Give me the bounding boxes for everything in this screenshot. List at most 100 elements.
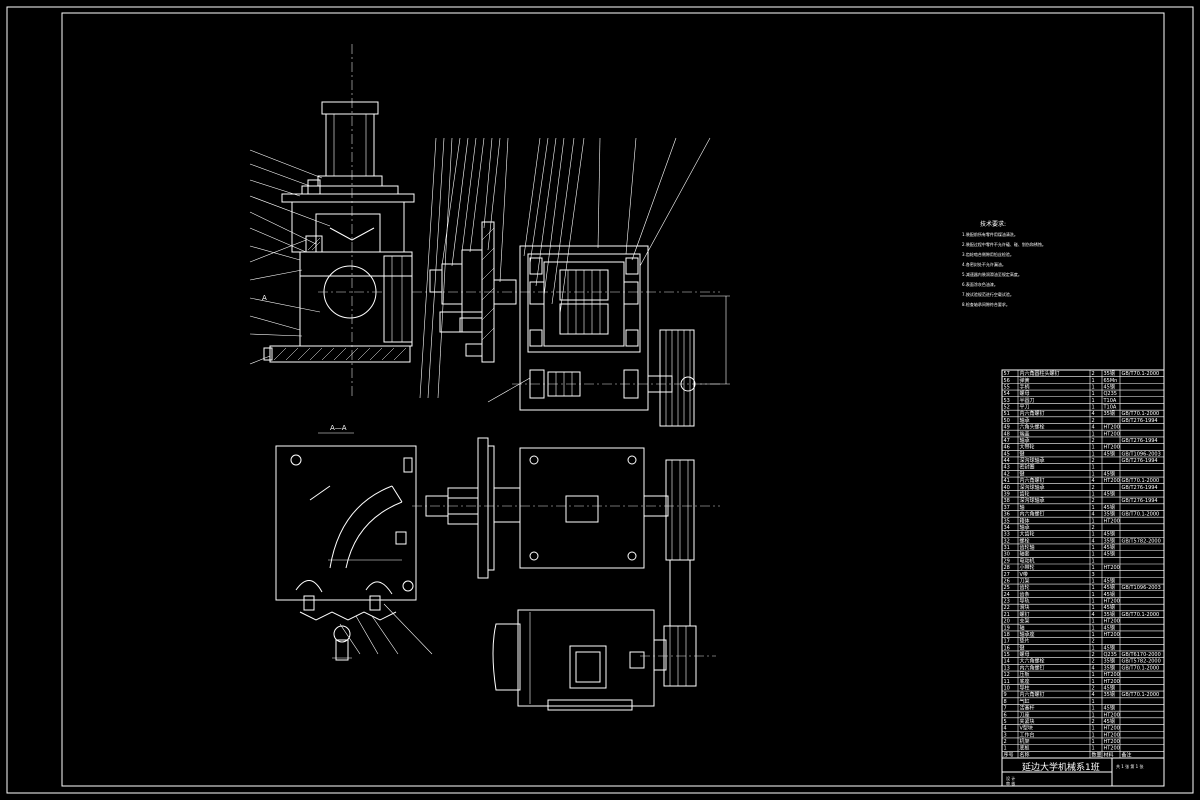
title-block: 延边大学机械系1班 共 1 张 第 1 张 设 计 审 核 [1001,757,1165,787]
bom-cell-mat: 45钢 [1104,644,1115,651]
bom-cell-no: 35 [1004,518,1010,524]
bom-cell-qty: 1 [1092,505,1095,511]
bom-cell-no: 14 [1004,659,1010,665]
bom-cell-name: 齿轮轴 [1020,544,1035,551]
bom-cell-qty: 1 [1092,585,1095,591]
bom-cell-qty: 1 [1092,471,1095,477]
bom-cell-mat: 45钢 [1104,450,1115,457]
bom-cell-mat: 45钢 [1104,531,1115,538]
bom-header-name: 名称 [1020,751,1030,758]
bom-cell-name: 气缸 [1020,698,1030,705]
bom-header-qty: 数量 [1092,751,1102,758]
bom-cell-qty: 1 [1092,672,1095,678]
bom-cell-name: 夹紧块 [1020,718,1035,725]
tech-note-line: 4.各密封处不允许漏油。 [962,261,1006,267]
bom-cell-no: 3 [1004,732,1007,738]
bom-cell-mat: 45钢 [1104,551,1115,558]
bom-cell-no: 9 [1004,692,1007,698]
bom-cell-no: 18 [1004,632,1010,638]
bom-cell-no: 34 [1004,525,1010,531]
bom-cell-qty: 1 [1092,518,1095,524]
bom-cell-name: 活塞杆 [1020,705,1035,712]
bom-cell-no: 36 [1004,512,1010,518]
bom-cell-qty: 1 [1092,545,1095,551]
bom-cell-name: 螺母 [1020,651,1030,658]
bom-header-std: 备注 [1122,751,1132,758]
bom-cell-mat: HT200 [1104,518,1120,524]
bom-cell-std: GB/T70.1-2000 [1122,371,1160,377]
bom-cell-mat: Q235 [1104,391,1117,397]
tech-note-line: 6.表面涂灰色油漆。 [962,281,998,287]
bom-cell-qty: 1 [1092,558,1095,564]
bom-cell-qty: 1 [1092,405,1095,411]
bom-cell-std: GB/T1096-2003 [1122,451,1161,457]
bom-cell-name: 齿条 [1020,591,1030,598]
bom-cell-name: 深沟球轴承 [1020,484,1045,491]
bom-cell-qty: 1 [1092,732,1095,738]
bom-cell-name: 键 [1020,644,1025,651]
bom-cell-qty: 1 [1092,391,1095,397]
bom-cell-no: 23 [1004,599,1010,605]
bom-cell-name: 轴承 [1020,437,1030,444]
bom-cell-name: 垫片 [1020,638,1030,645]
bom-cell-qty: 1 [1092,746,1095,752]
bom-cell-name: 大六角螺栓 [1020,658,1045,665]
bom-cell-qty: 1 [1092,592,1095,598]
bom-cell-qty: 2 [1092,485,1095,491]
bom-cell-qty: 2 [1092,686,1095,692]
bom-cell-no: 12 [1004,672,1010,678]
bom-cell-no: 15 [1004,652,1010,658]
bom-cell-mat: 45钢 [1104,544,1115,551]
bom-cell-qty: 4 [1092,478,1095,484]
bom-cell-name: 工作台 [1020,731,1035,738]
knife-head-section [412,137,720,399]
bom-cell-qty: 3 [1092,572,1095,578]
bom-cell-mat: 45钢 [1104,624,1115,631]
bom-cell-name: 电动机 [1020,557,1035,564]
tech-note-line: 7.按试验规范进行空载试验。 [962,291,1014,297]
bom-cell-qty: 1 [1092,384,1095,390]
bom-cell-qty: 2 [1092,652,1095,658]
bom-cell-qty: 4 [1092,512,1095,518]
section-aa-view: A—A [275,424,433,661]
bom-cell-mat: 35钢 [1104,664,1115,671]
bom-cell-qty: 2 [1092,659,1095,665]
bom-cell-qty: 4 [1092,665,1095,671]
tech-note-line: 2.装配过程中零件不允许磕、碰、划伤和锈蚀。 [962,241,1046,247]
bom-cell-qty: 1 [1092,625,1095,631]
fixture-front-view: A [249,44,415,398]
bom-cell-mat: HT200 [1104,599,1120,605]
tech-notes-heading: 技术要求: [980,220,1006,228]
bom-cell-qty: 4 [1092,692,1095,698]
bom-cell-mat: HT200 [1104,632,1120,638]
bom-cell-mat: HT200 [1104,478,1120,484]
bom-cell-no: 32 [1004,538,1010,544]
bom-cell-mat: T10A [1103,398,1117,404]
section-label: A—A [330,424,347,432]
bom-cell-no: 17 [1004,639,1010,645]
bom-cell-qty: 2 [1092,498,1095,504]
bom-cell-no: 33 [1004,532,1010,538]
bom-cell-name: 大带轮 [1020,444,1035,451]
bom-cell-mat: T10A [1103,405,1117,411]
school-name: 延边大学机械系1班 [1022,761,1100,773]
bom-cell-name: 轴 [1020,504,1025,511]
bom-cell-std: GB/T276-1994 [1122,485,1158,491]
bom-cell-mat: 45钢 [1104,591,1115,598]
bom-cell-name: 大齿轮 [1020,531,1035,538]
bom-cell-std: GB/T5782-2000 [1122,538,1161,544]
bom-cell-mat: HT200 [1104,679,1120,685]
bom-cell-name: 轴承 [1020,417,1030,424]
bom-cell-qty: 1 [1092,632,1095,638]
bom-cell-mat: HT200 [1104,445,1120,451]
bom-cell-name: 内六角圆柱头螺钉 [1020,370,1060,377]
bom-cell-name: 键 [1020,470,1025,477]
bom-cell-name: 轴 [1020,624,1025,631]
bom-cell-qty: 1 [1092,645,1095,651]
bom-cell-mat: 45钢 [1104,705,1115,712]
bom-cell-no: 28 [1004,565,1010,571]
bom-cell-std: GB/T5782-2000 [1122,659,1161,665]
bom-cell-name: 弹簧 [1020,377,1030,384]
bom-cell-no: 52 [1004,405,1010,411]
bom-cell-no: 37 [1004,505,1010,511]
